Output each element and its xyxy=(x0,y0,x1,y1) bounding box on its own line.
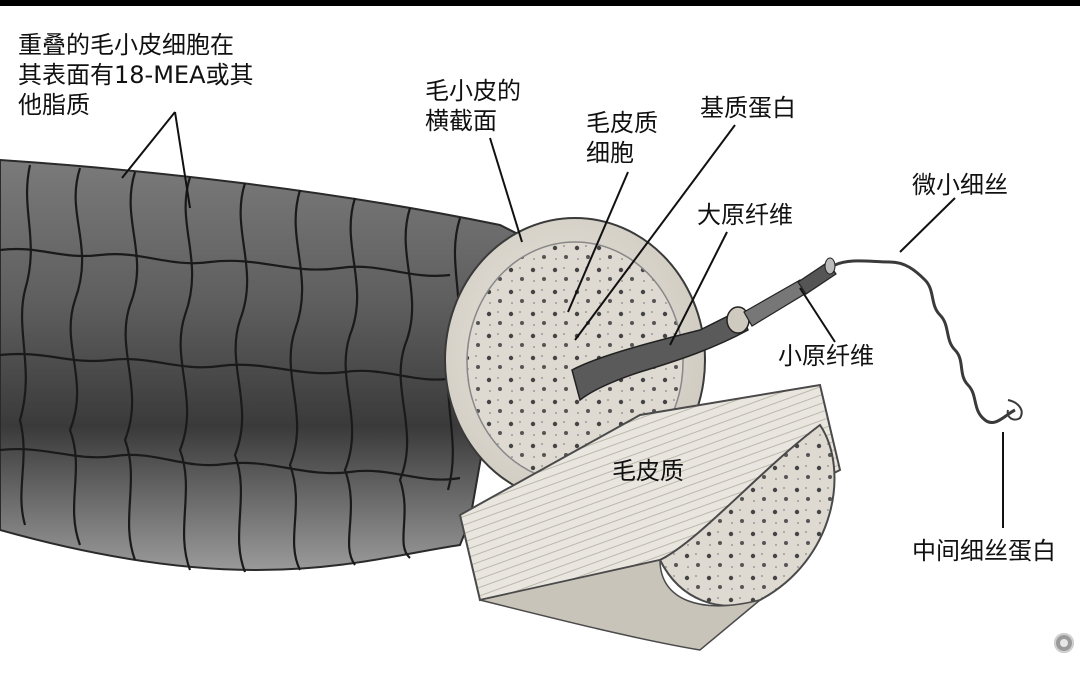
circle-button-icon[interactable] xyxy=(1054,633,1074,653)
hair-shaft xyxy=(0,158,522,573)
label-protofibril: 小原纤维 xyxy=(778,342,874,370)
cortex-wedge xyxy=(458,383,842,651)
macrofibril-strand xyxy=(571,306,750,402)
label-cortex-cell: 毛皮质 细胞 xyxy=(586,109,658,167)
label-cortex: 毛皮质 xyxy=(612,457,684,485)
leader-lines xyxy=(121,111,1004,528)
label-microfibril: 微小细丝 xyxy=(912,171,1008,199)
label-intermediate-filament-protein: 中间细丝蛋白 xyxy=(912,537,1056,565)
label-macrofibril: 大原纤维 xyxy=(697,201,793,229)
label-cuticle-overlap: 重叠的毛小皮细胞在 其表面有18-MEA或其 他脂质 xyxy=(18,31,254,119)
label-matrix-protein: 基质蛋白 xyxy=(700,94,796,122)
protofibril-strand xyxy=(743,257,837,327)
microfibril-helix xyxy=(834,259,1023,425)
label-cuticle-cross-section: 毛小皮的 横截面 xyxy=(425,77,521,135)
top-black-bar xyxy=(0,0,1080,6)
